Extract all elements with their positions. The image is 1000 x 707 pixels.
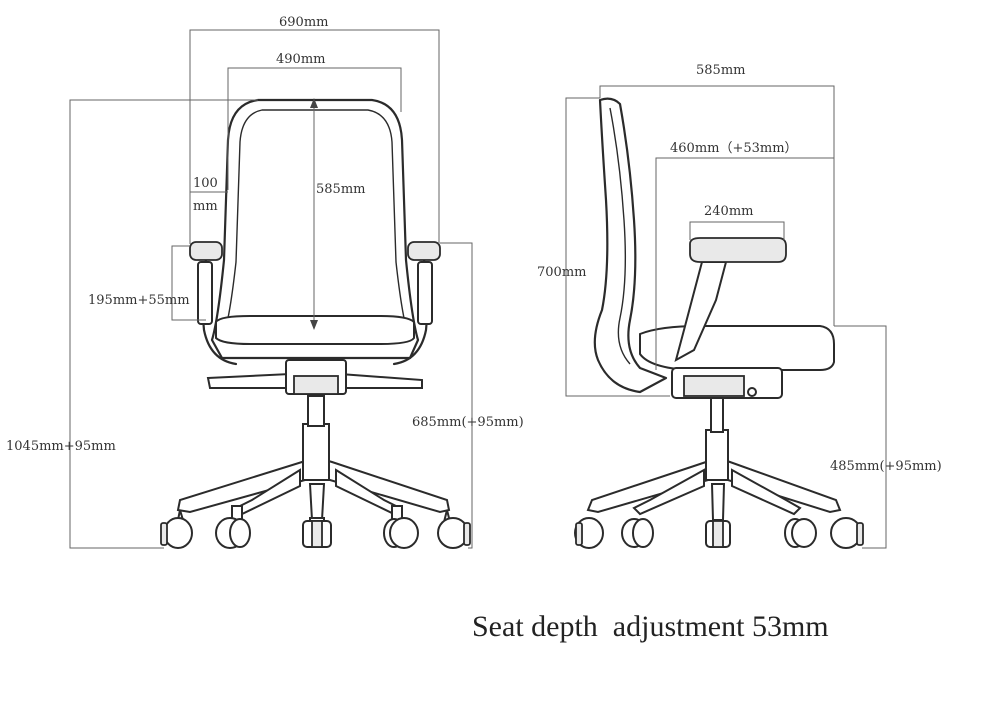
side-view-chair — [574, 97, 864, 549]
front-armrest-right — [392, 241, 441, 366]
front-armrest-left — [189, 241, 238, 366]
dim-back-width: 490mm — [276, 52, 325, 67]
dim-back-height: 700mm — [537, 265, 586, 280]
dim-armrest-height: 195mm+55mm — [88, 293, 190, 308]
dim-armrest-gap-unit: mm — [193, 199, 218, 214]
side-caster-5 — [830, 517, 864, 549]
front-caster-3 — [302, 517, 332, 548]
side-caster-2 — [621, 518, 654, 548]
front-dimension-lines — [69, 29, 473, 549]
dim-seat-height: 485mm(+95mm) — [830, 459, 942, 474]
front-caster-2 — [215, 505, 251, 549]
front-mechanism — [206, 359, 423, 395]
side-caster-3 — [705, 520, 731, 548]
dim-overall-height: 1045mm+95mm — [6, 439, 116, 454]
front-view-chair — [160, 98, 471, 549]
dim-armrest-gap-value: 100 — [193, 176, 218, 191]
side-caster-1 — [574, 517, 604, 549]
dim-seat-depth: 460mm（+53mm） — [670, 141, 798, 156]
front-caster-5 — [437, 509, 471, 549]
dim-armrest-floor-height: 685mm(+95mm) — [412, 415, 524, 430]
dim-armrest-length: 240mm — [704, 204, 753, 219]
dim-backrest-height: 585mm — [316, 182, 365, 197]
front-seat — [215, 315, 415, 345]
front-caster-1 — [160, 509, 193, 549]
dim-overall-depth: 585mm — [696, 63, 745, 78]
caption: Seat depth adjustment 53mm — [472, 610, 829, 643]
side-caster-4 — [784, 518, 817, 548]
side-dimension-lines — [565, 85, 887, 549]
side-armrest — [674, 237, 787, 363]
front-caster-4 — [383, 505, 419, 549]
front-base — [160, 395, 471, 549]
dim-overall-width: 690mm — [279, 15, 328, 30]
side-backrest — [593, 97, 668, 394]
side-base — [574, 397, 864, 549]
side-seat — [639, 325, 835, 371]
